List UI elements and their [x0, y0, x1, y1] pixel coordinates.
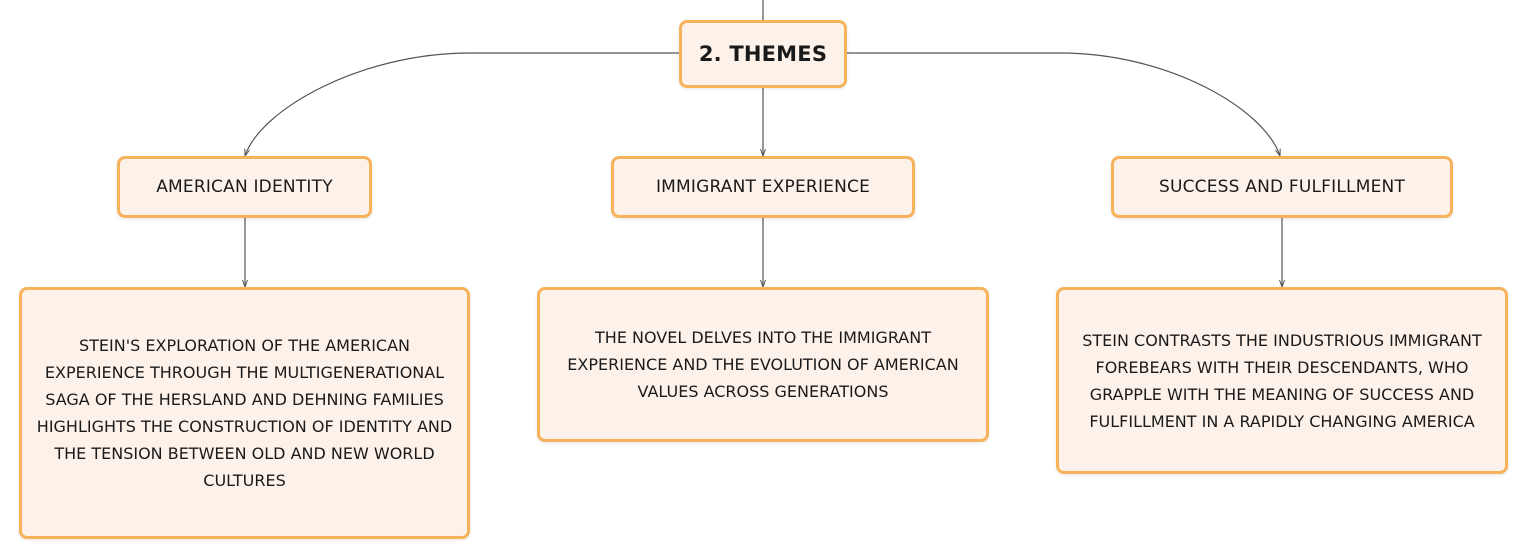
detail-text: STEIN CONTRASTS THE INDUSTRIOUS IMMIGRAN… [1082, 330, 1482, 431]
detail-text: THE NOVEL DELVES INTO THE IMMIGRANT EXPE… [567, 328, 959, 401]
detail-node-success-fulfillment[interactable]: STEIN CONTRASTS THE INDUSTRIOUS IMMIGRAN… [1056, 287, 1508, 474]
theme-node-success-fulfillment[interactable]: SUCCESS AND FULFILLMENT [1111, 156, 1453, 218]
detail-node-american-identity[interactable]: STEIN'S EXPLORATION OF THE AMERICAN EXPE… [19, 287, 470, 539]
root-node-title: 2. THEMES [698, 42, 828, 66]
theme-node-immigrant-experience[interactable]: IMMIGRANT EXPERIENCE [611, 156, 915, 218]
connector-root-to-success-fulfillment [847, 52, 1280, 156]
connector-root-to-american-identity [245, 52, 679, 156]
theme-label: SUCCESS AND FULFILLMENT [1158, 177, 1406, 197]
theme-label: AMERICAN IDENTITY [156, 177, 333, 197]
root-node-themes[interactable]: 2. THEMES [679, 20, 847, 88]
detail-text: STEIN'S EXPLORATION OF THE AMERICAN EXPE… [36, 336, 453, 490]
theme-node-american-identity[interactable]: AMERICAN IDENTITY [117, 156, 372, 218]
detail-node-immigrant-experience[interactable]: THE NOVEL DELVES INTO THE IMMIGRANT EXPE… [537, 287, 989, 442]
theme-label: IMMIGRANT EXPERIENCE [655, 177, 871, 197]
